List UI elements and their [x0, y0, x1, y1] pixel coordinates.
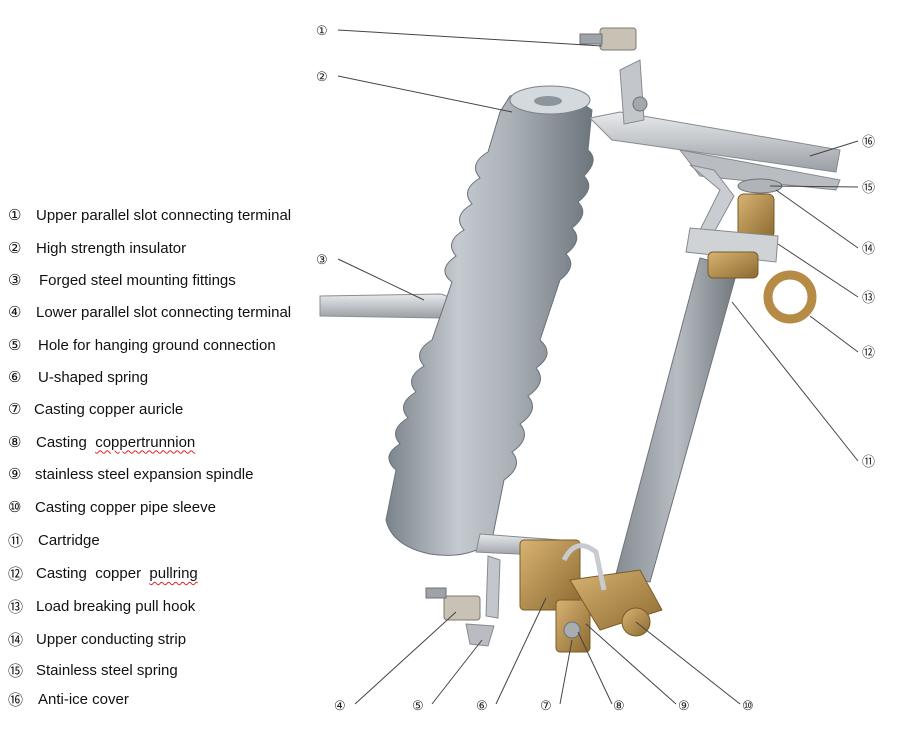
legend-number: ⑯	[8, 692, 24, 709]
callout-15: ⑮	[862, 180, 875, 195]
legend-label: Casting coppertrunnion	[36, 434, 195, 451]
legend-label: Casting copper pullring	[36, 565, 198, 582]
leader-6	[495, 597, 547, 705]
callout-14: ⑭	[862, 241, 875, 256]
legend-number: ⑪	[8, 533, 24, 550]
legend-item-2: ② High strength insulator	[8, 239, 187, 258]
leader-3	[337, 258, 425, 301]
upper-bracket	[588, 59, 841, 237]
callout-5: ⑤	[412, 698, 424, 713]
legend-label: Upper parallel slot connecting terminal	[36, 206, 292, 224]
legend-label: Anti-ice cover	[38, 691, 129, 708]
legend-number: ⑭	[8, 632, 24, 649]
legend-label: Lower parallel slot connecting terminal	[36, 303, 292, 321]
legend-label: High strength insulator	[36, 239, 187, 257]
insulator	[385, 85, 594, 556]
legend-number: ⑮	[8, 663, 24, 680]
legend-label: stainless steel expansion spindle	[35, 465, 254, 483]
leader-10	[635, 621, 741, 705]
legend-item-15: ⑮ Stainless steel spring	[8, 660, 178, 681]
legend-item-7: ⑦ Casting copper auricle	[8, 400, 184, 419]
leader-lines	[337, 29, 859, 705]
leader-1	[337, 29, 603, 47]
leader-5	[431, 639, 483, 705]
upper-contact	[685, 178, 783, 279]
callout-8: ⑧	[613, 698, 625, 713]
leader-15	[769, 185, 859, 188]
legend-label: Hole for hanging ground connection	[38, 336, 276, 354]
legend-item-10: ⑩ Casting copper pipe sleeve	[8, 498, 216, 517]
lower-terminal	[425, 555, 501, 647]
leader-11	[731, 301, 859, 462]
legend-label: Cartridge	[38, 532, 100, 549]
legend-item-12: ⑫ Casting copper pullring	[8, 563, 198, 584]
callout-4: ④	[334, 698, 346, 713]
legend-label: Upper conducting strip	[36, 631, 187, 648]
lower-assembly	[475, 533, 663, 653]
legend-number: ⑬	[8, 599, 24, 616]
legend-item-13: ⑬ Load breaking pull hook	[8, 596, 195, 617]
callout-10: ⑩	[742, 698, 754, 713]
callout-7: ⑦	[540, 698, 552, 713]
legend-label-underlined: pullring	[149, 565, 198, 582]
legend-item-6: ⑥ U-shaped spring	[8, 368, 149, 387]
callout-12: ⑫	[862, 345, 875, 360]
callout-numbers: ① ② ③ ④ ⑤ ⑥ ⑦ ⑧ ⑨ ⑩ ⑪ ⑫ ⑬ ⑭ ⑮ ⑯	[316, 23, 875, 713]
legend-item-16: ⑯ Anti-ice cover	[8, 689, 129, 710]
leader-9	[585, 623, 677, 705]
legend-label-underlined: coppertrunnion	[95, 433, 196, 451]
legend-label: Casting copper auricle	[34, 400, 184, 418]
callout-9: ⑨	[678, 698, 690, 713]
leader-12	[809, 315, 859, 353]
legend-item-4: ④ Lower parallel slot connecting terminal	[8, 303, 292, 322]
callout-16: ⑯	[862, 134, 875, 149]
callout-11: ⑪	[862, 454, 875, 469]
callout-6: ⑥	[476, 698, 488, 713]
legend-item-3: ③ Forged steel mounting fittings	[8, 271, 236, 290]
legend-number: ⑥	[8, 369, 22, 386]
legend-number: ⑤	[8, 337, 22, 354]
legend-item-5: ⑤ Hole for hanging ground connection	[8, 336, 276, 355]
cartridge-tube	[615, 257, 739, 583]
parts-legend: ① Upper parallel slot connecting terminal…	[0, 0, 320, 749]
legend-label: Casting copper pipe sleeve	[35, 498, 216, 516]
upper-terminal	[579, 27, 637, 51]
legend-label: U-shaped spring	[38, 368, 149, 386]
legend-item-9: ⑨ stainless steel expansion spindle	[8, 465, 254, 484]
legend-number: ⑨	[8, 466, 22, 483]
pull-ring	[763, 270, 817, 324]
leader-13	[777, 243, 859, 298]
legend-label: Load breaking pull hook	[36, 598, 196, 615]
legend-item-1: ① Upper parallel slot connecting terminal	[8, 206, 292, 225]
legend-number: ⑫	[8, 566, 24, 583]
legend-item-14: ⑭ Upper conducting strip	[8, 629, 186, 650]
leader-8	[577, 631, 613, 705]
legend-label: Stainless steel spring	[36, 662, 178, 679]
legend-number: ⑩	[8, 499, 22, 516]
legend-number: ③	[8, 272, 22, 289]
callout-3: ③	[316, 252, 328, 267]
leader-4	[354, 611, 457, 705]
legend-number: ②	[8, 240, 22, 257]
leader-7	[559, 639, 573, 705]
callout-2: ②	[316, 69, 328, 84]
leader-14	[775, 189, 859, 249]
leader-2	[337, 75, 513, 113]
legend-label-plain: Casting	[36, 433, 96, 451]
legend-number: ⑧	[8, 434, 22, 451]
callout-13: ⑬	[862, 290, 875, 305]
legend-item-8: ⑧ Casting coppertrunnion	[8, 433, 195, 452]
mounting-fitting	[319, 293, 453, 319]
legend-number: ⑦	[8, 401, 22, 418]
legend-label: Forged steel mounting fittings	[39, 271, 236, 289]
callout-1: ①	[316, 23, 328, 38]
legend-number: ④	[8, 304, 22, 321]
leader-16	[809, 140, 859, 157]
legend-item-11: ⑪ Cartridge	[8, 530, 100, 551]
legend-label-plain: Casting copper	[36, 565, 150, 582]
legend-number: ①	[8, 207, 22, 224]
